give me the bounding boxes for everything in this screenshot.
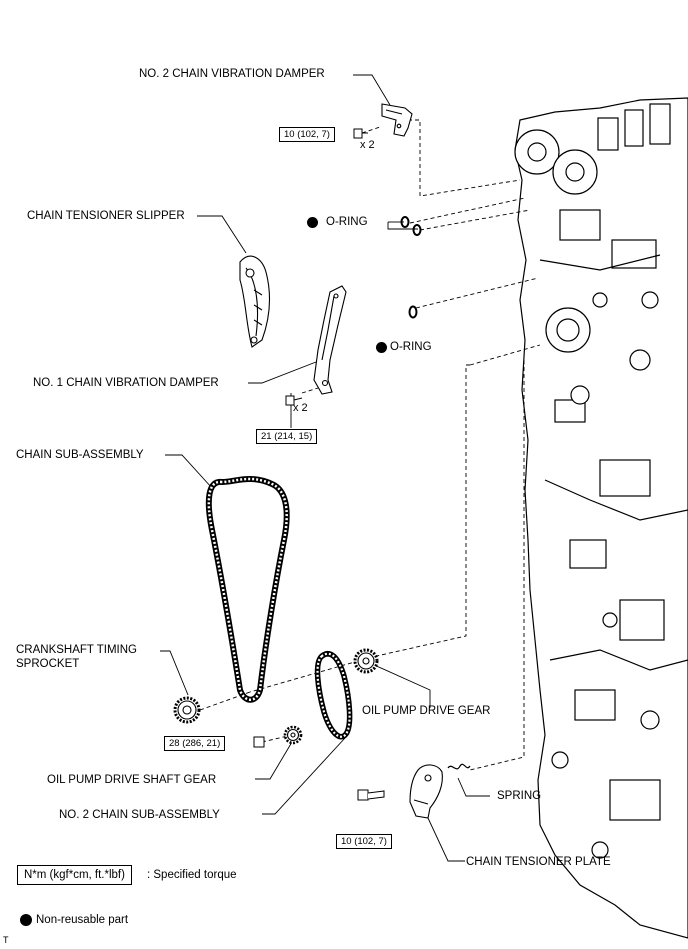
spring-part xyxy=(447,763,471,770)
label-no1-chain-vibration-damper: NO. 1 CHAIN VIBRATION DAMPER xyxy=(33,377,219,389)
torque-tensioner-plate-bolt: 10 (102, 7) xyxy=(336,834,392,849)
corner-mark: T xyxy=(3,935,9,945)
leader-lines xyxy=(160,74,490,862)
torque-crank-bolt: 28 (286, 21) xyxy=(164,736,226,751)
qty-no2-damper-bolts: x 2 xyxy=(360,139,375,151)
label-o-ring-lower: O-RING xyxy=(390,341,432,353)
legend-torque-unit-box: N*m (kgf*cm, ft.*lbf) xyxy=(17,865,132,885)
label-no2-chain-sub-assembly: NO. 2 CHAIN SUB-ASSEMBLY xyxy=(59,809,220,821)
label-oil-pump-drive-shaft-gear: OIL PUMP DRIVE SHAFT GEAR xyxy=(47,774,217,786)
label-chain-tensioner-plate: CHAIN TENSIONER PLATE xyxy=(466,856,611,868)
oil-pump-drive-gear-part xyxy=(353,648,379,674)
engine-block xyxy=(514,97,688,939)
bolt-tensioner-plate xyxy=(357,789,385,801)
crank-bolt-part xyxy=(253,736,265,748)
no2-chain-vibration-damper-part xyxy=(381,103,413,137)
oil-pump-drive-shaft-gear-part xyxy=(283,725,303,745)
legend-torque-text: : Specified torque xyxy=(147,869,237,881)
no2-chain-sub-assembly-part xyxy=(314,651,353,740)
chain-tensioner-slipper-part xyxy=(239,255,270,348)
label-spring: SPRING xyxy=(497,790,542,802)
bolt-no1-damper xyxy=(285,395,303,406)
legend-nonreusable-text: Non-reusable part xyxy=(36,914,129,926)
label-chain-tensioner-slipper: CHAIN TENSIONER SLIPPER xyxy=(27,210,185,222)
crankshaft-timing-sprocket-part xyxy=(173,696,201,724)
chain-sub-assembly-part xyxy=(205,475,290,703)
legend-nonreusable-dot-icon xyxy=(20,914,32,926)
alignment-lines xyxy=(199,119,541,771)
bolt-no2-damper xyxy=(353,128,368,139)
label-oil-pump-drive-gear: OIL PUMP DRIVE GEAR xyxy=(362,705,491,717)
label-no2-chain-vibration-damper: NO. 2 CHAIN VIBRATION DAMPER xyxy=(139,68,325,80)
label-crankshaft-timing-sprocket: CRANKSHAFT TIMING SPROCKET xyxy=(16,644,137,670)
no1-chain-vibration-damper-part xyxy=(313,285,347,395)
nonreusable-dot-icon xyxy=(307,217,318,228)
torque-no2-damper-bolt: 10 (102, 7) xyxy=(279,127,335,142)
label-o-ring-upper: O-RING xyxy=(326,216,368,228)
torque-no1-damper-bolt: 21 (214, 15) xyxy=(256,429,318,444)
label-chain-sub-assembly: CHAIN SUB-ASSEMBLY xyxy=(16,449,144,461)
qty-no1-damper-bolts: x 2 xyxy=(293,402,308,414)
nonreusable-dot-icon xyxy=(376,342,387,353)
chain-tensioner-plate-part xyxy=(409,764,443,819)
o-rings xyxy=(400,216,422,319)
